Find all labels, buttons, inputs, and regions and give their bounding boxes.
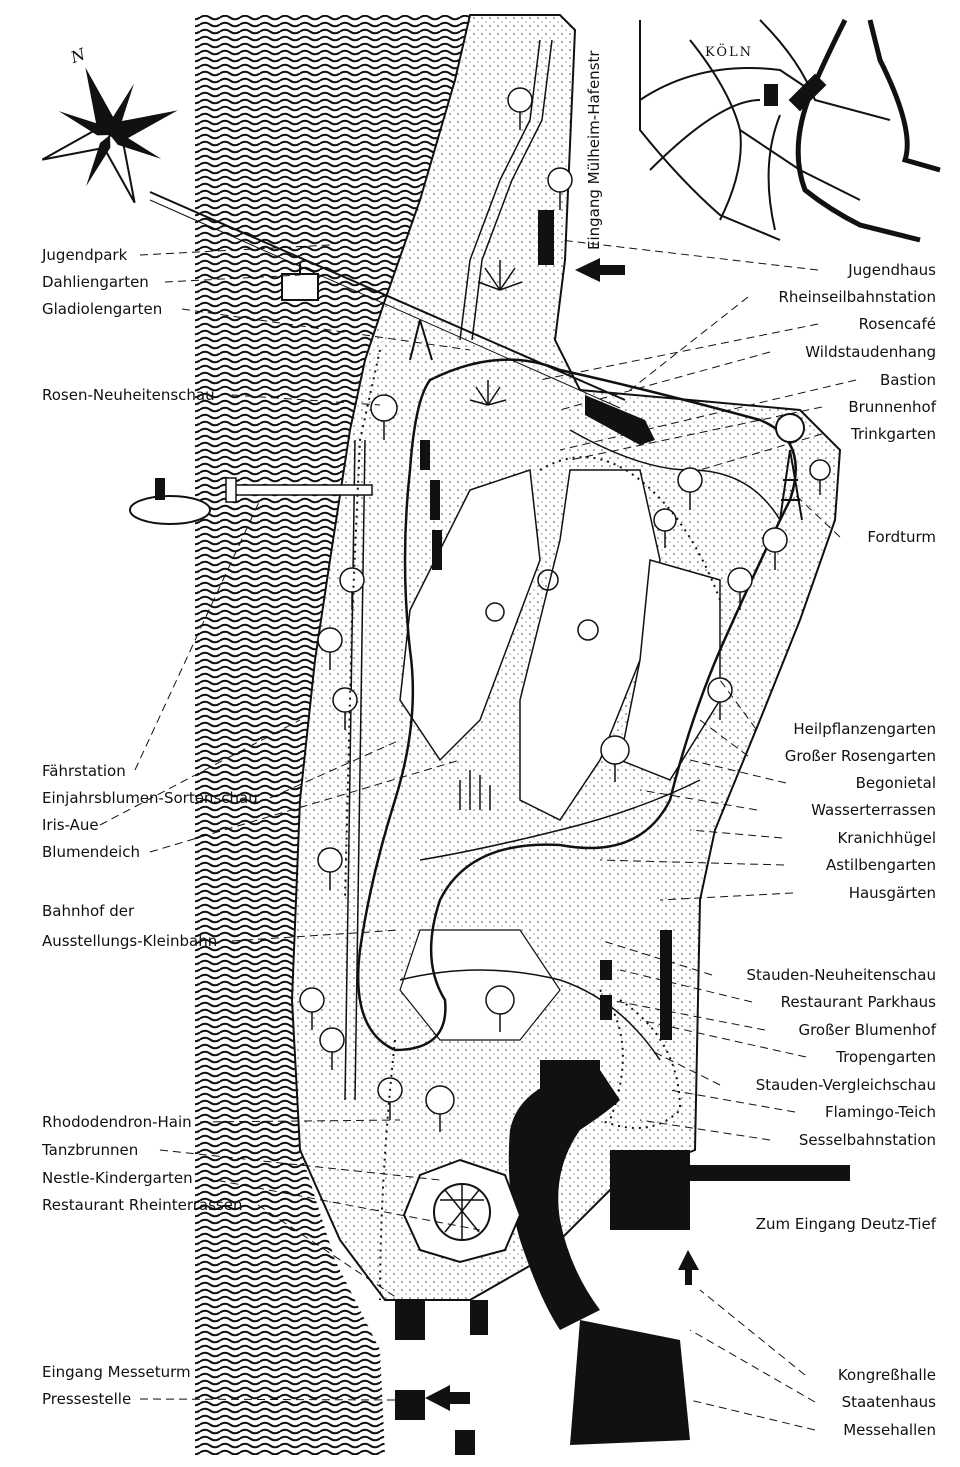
- label-stauden-neuheitenschau: Stauden-Neuheitenschau: [746, 966, 936, 984]
- label-hausgaerten: Hausgärten: [848, 884, 936, 902]
- crescent-halls: [508, 1070, 620, 1330]
- inset-city-label: KÖLN: [705, 45, 754, 60]
- entrance-deutz-label: Zum Eingang Deutz-Tief: [755, 1215, 936, 1233]
- label-kleinbahn: Ausstellungs-Kleinbahn: [42, 932, 218, 950]
- arrow-deutz-icon: [678, 1250, 699, 1285]
- label-kongresshalle: Kongreßhalle: [837, 1366, 936, 1384]
- entrance-muelheim-label: Eingang Mülheim-Hafenstr: [585, 50, 603, 250]
- label-rosen-neuheitenschau: Rosen-Neuheitenschau: [42, 386, 215, 404]
- arrow-messeturm-icon: [425, 1385, 470, 1411]
- compass-rose-icon: N: [41, 44, 178, 204]
- label-wildstaudenhang: Wildstaudenhang: [805, 343, 936, 361]
- label-jugendhaus: Jugendhaus: [848, 261, 936, 279]
- label-staatenhaus: Staatenhaus: [841, 1393, 936, 1411]
- steamboat-icon: [129, 495, 211, 525]
- label-wasserterrassen: Wasserterrassen: [811, 801, 936, 819]
- label-stauden-vergleichschau: Stauden-Vergleichschau: [755, 1076, 936, 1094]
- label-bahnhof: Bahnhof der: [42, 902, 135, 920]
- label-einjahrsblumen: Einjahrsblumen-Sortenschau: [42, 789, 258, 807]
- label-tropengarten: Tropengarten: [836, 1048, 936, 1066]
- label-gladiolengarten: Gladiolengarten: [42, 300, 163, 318]
- label-flamingo-teich: Flamingo-Teich: [824, 1103, 936, 1121]
- label-grosser-blumenhof: Großer Blumenhof: [798, 1021, 936, 1039]
- label-kranichhuegel: Kranichhügel: [837, 829, 936, 847]
- label-astilbengarten: Astilbengarten: [825, 856, 936, 874]
- label-messehallen: Messehallen: [843, 1421, 936, 1439]
- label-rhododendron-hain: Rhododendron-Hain: [42, 1113, 192, 1131]
- label-bastion: Bastion: [879, 371, 936, 389]
- label-heilpflanzengarten: Heilpflanzengarten: [793, 720, 936, 738]
- label-trinkgarten: Trinkgarten: [851, 425, 936, 443]
- label-dahliengarten: Dahliengarten: [42, 273, 149, 291]
- label-pressestelle: Pressestelle: [42, 1390, 132, 1408]
- svg-text:N: N: [67, 44, 89, 67]
- flower-beds: [459, 260, 599, 810]
- label-rheinterrassen: Restaurant Rheinterrassen: [42, 1196, 243, 1214]
- label-grosser-rosengarten: Großer Rosengarten: [784, 747, 936, 765]
- label-brunnenhof: Brunnenhof: [848, 398, 936, 416]
- label-rheinseilbahnstation: Rheinseilbahnstation: [778, 288, 936, 306]
- label-tanzbrunnen: Tanzbrunnen: [42, 1141, 139, 1159]
- label-blumendeich: Blumendeich: [42, 843, 140, 861]
- label-sesselbahnstation: Sesselbahnstation: [798, 1131, 936, 1149]
- label-faehrstation: Fährstation: [42, 762, 126, 780]
- arrow-muelheim-icon: [575, 258, 625, 282]
- label-fordturm: Fordturm: [867, 528, 936, 546]
- entrance-messeturm-label: Eingang Messeturm: [42, 1363, 191, 1381]
- tanzbrunnen: [402, 1158, 522, 1264]
- label-jugendpark: Jugendpark: [42, 246, 128, 264]
- label-iris-aue: Iris-Aue: [42, 816, 99, 834]
- label-nestle-kindergarten: Nestle-Kindergarten: [42, 1169, 193, 1187]
- label-rosencafe: Rosencafé: [858, 315, 936, 333]
- rhine-river: [195, 15, 470, 1455]
- cologne-inset-map: [639, 18, 941, 243]
- label-restaurant-parkhaus: Restaurant Parkhaus: [780, 993, 936, 1011]
- label-begonietal: Begonietal: [855, 774, 936, 792]
